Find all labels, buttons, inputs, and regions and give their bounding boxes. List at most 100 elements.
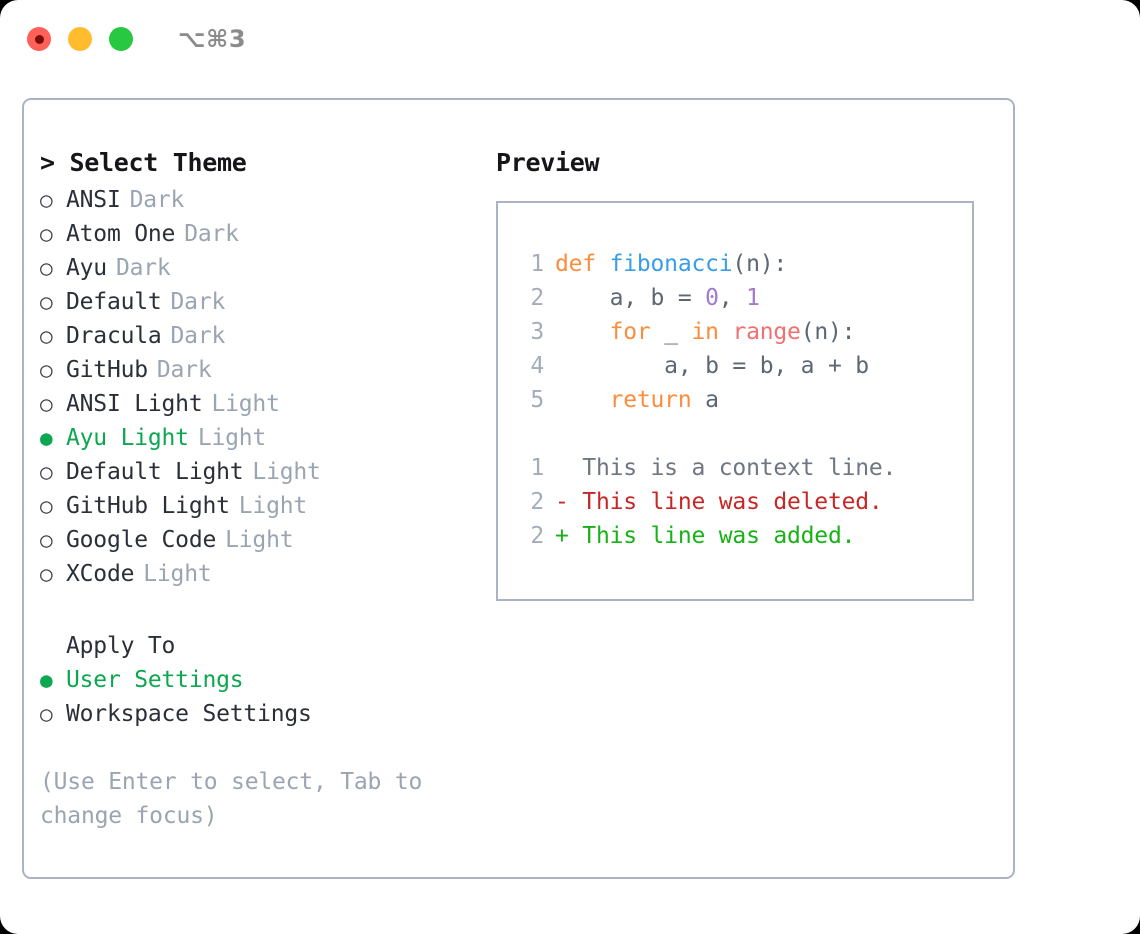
diff-marker (555, 451, 582, 485)
line-number: 1 (530, 455, 544, 481)
theme-option-xcode[interactable]: ○ XCode Light (40, 557, 494, 591)
radio-selected-icon: ● (40, 426, 53, 450)
line-number: 5 (530, 387, 544, 413)
title-bar: ⌥⌘3 (0, 0, 1140, 78)
theme-option-default-light[interactable]: ○ Default Light Light (40, 455, 494, 489)
diff-line-text: This line was deleted. (582, 489, 883, 515)
theme-option-label: Ayu Light (66, 425, 189, 451)
line-number: 1 (530, 251, 544, 277)
diff-line-text: This is a context line. (582, 455, 897, 481)
radio-unselected-icon: ○ (40, 528, 53, 552)
theme-option-label: Default (66, 289, 162, 315)
theme-variant-tag: Light (238, 493, 308, 519)
theme-variant-tag: Dark (115, 255, 171, 281)
theme-variant-tag: Dark (156, 357, 212, 383)
code-line: 3 for _ in range(n): (516, 315, 972, 349)
radio-unselected-icon: ○ (40, 222, 53, 246)
theme-option-label: Ayu (66, 255, 107, 281)
diff-line: 2+ This line was added. (516, 519, 972, 553)
code-line: 2 a, b = 0, 1 (516, 281, 972, 315)
code-token: _ (650, 319, 692, 345)
theme-option-github-light[interactable]: ○ GitHub Light Light (40, 489, 494, 523)
keyboard-shortcut-label: ⌥⌘3 (178, 25, 247, 53)
theme-option-atom-one[interactable]: ○ Atom One Dark (40, 217, 494, 251)
code-token: for (609, 319, 651, 345)
minimize-button-icon[interactable] (68, 27, 92, 51)
code-token: range (732, 319, 801, 345)
theme-option-ansi-light[interactable]: ○ ANSI Light Light (40, 387, 494, 421)
code-token: fibonacci (609, 251, 733, 277)
code-token: , (718, 285, 747, 311)
code-token (719, 319, 733, 345)
radio-unselected-icon: ○ (40, 256, 53, 280)
code-line-content: for _ in range(n): (555, 315, 856, 349)
code-token: in (691, 319, 719, 345)
code-line-content: a, b = b, a + b (555, 349, 869, 383)
line-number: 4 (530, 353, 544, 379)
radio-unselected-icon: ○ (40, 562, 53, 586)
theme-option-label: Default Light (66, 459, 244, 485)
radio-unselected-icon: ○ (40, 494, 53, 518)
code-line: 4 a, b = b, a + b (516, 349, 972, 383)
diff-line: 2- This line was deleted. (516, 485, 972, 519)
theme-option-ansi[interactable]: ○ ANSI Dark (40, 183, 494, 217)
radio-unselected-icon: ○ (40, 324, 53, 348)
diff-marker: - (555, 489, 583, 515)
theme-option-label: Atom One (66, 221, 176, 247)
select-theme-header: > Select Theme (40, 148, 247, 177)
apply-to-option-user-settings[interactable]: ●User Settings (40, 663, 494, 697)
code-token: (n): (800, 319, 856, 345)
code-token: a, b = (555, 285, 706, 311)
theme-option-github[interactable]: ○ GitHub Dark (40, 353, 494, 387)
theme-variant-tag: Dark (184, 221, 239, 247)
theme-variant-tag: Light (225, 527, 294, 553)
code-token: a (691, 387, 719, 413)
theme-option-label: ANSI (66, 187, 121, 213)
apply-to-option-label: Workspace Settings (66, 701, 312, 727)
theme-option-label: ANSI Light (66, 391, 203, 417)
code-line: 5 return a (516, 383, 972, 417)
close-button-icon[interactable] (27, 27, 51, 51)
theme-option-label: GitHub Light (66, 493, 230, 519)
theme-variant-tag: Light (143, 561, 212, 587)
code-spacer (516, 417, 972, 451)
apply-to-option-workspace-settings[interactable]: ○ Workspace Settings (40, 697, 494, 731)
code-token: def (555, 251, 610, 277)
radio-unselected-icon: ○ (40, 460, 53, 484)
line-number: 3 (530, 319, 544, 345)
keyboard-hint-text: (Use Enter to select, Tab to change focu… (40, 769, 423, 829)
theme-variant-tag: Dark (129, 187, 185, 213)
theme-option-label: GitHub (66, 357, 148, 383)
radio-unselected-icon: ○ (40, 358, 53, 382)
line-number: 2 (530, 285, 544, 311)
code-line-content: return a (555, 383, 719, 417)
code-token (555, 319, 610, 345)
apply-to-option-label: User Settings (66, 667, 244, 693)
diff-line: 1 This is a context line. (516, 451, 972, 485)
line-number: 2 (530, 489, 544, 515)
theme-variant-tag: Light (211, 391, 280, 417)
apply-to-section: Apply To ●User Settings○Workspace Settin… (40, 629, 494, 731)
preview-title: Preview (496, 148, 600, 177)
radio-unselected-icon: ○ (40, 702, 53, 726)
theme-option-label: XCode (66, 561, 135, 587)
radio-unselected-icon: ○ (40, 188, 53, 212)
maximize-button-icon[interactable] (109, 27, 133, 51)
theme-variant-tag: Dark (170, 323, 226, 349)
code-token: (n): (732, 251, 788, 277)
theme-variant-tag: Dark (170, 289, 226, 315)
radio-unselected-icon: ○ (40, 392, 53, 416)
theme-variant-tag: Light (252, 459, 321, 485)
code-line-content: def fibonacci(n): (555, 247, 787, 281)
traffic-light-group (27, 27, 133, 51)
diff-line-text: This line was added. (582, 523, 856, 549)
theme-option-ayu[interactable]: ○ Ayu Dark (40, 251, 494, 285)
